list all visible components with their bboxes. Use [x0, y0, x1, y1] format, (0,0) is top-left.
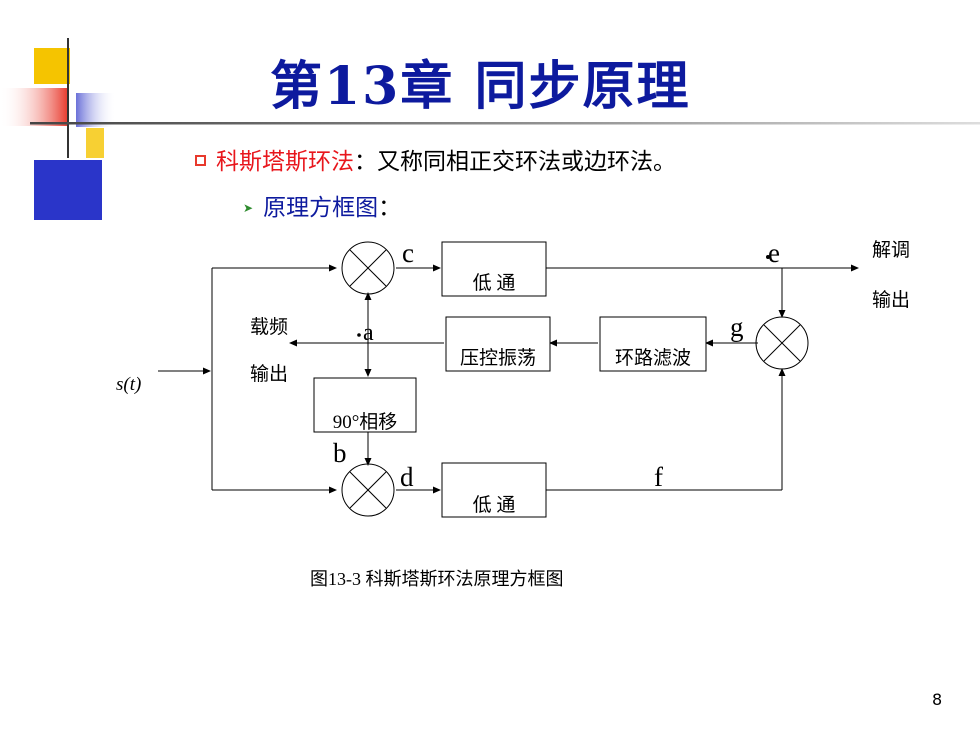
deco-red-bar	[0, 88, 68, 126]
demod-out-label-2: 输出	[872, 289, 910, 311]
lowpass-bottom-label: 低 通	[473, 494, 516, 516]
figure-caption: 图13-3 科斯塔斯环法原理方框图	[310, 569, 564, 589]
sub-bullet-label: 原理方框图	[263, 195, 379, 221]
carrier-out-label-1: 载频	[250, 316, 288, 338]
point-f-label: f	[654, 462, 663, 492]
arrow-bullet-icon: ➤	[243, 201, 254, 215]
sub-bullet-diagram: ➤ 原理方框图：	[243, 188, 401, 222]
carrier-out-label-2: 输出	[250, 363, 288, 385]
lowpass-top-box	[441, 241, 547, 297]
sub-bullet-colon: ：	[378, 195, 402, 221]
loop-filter-box	[599, 316, 707, 372]
point-d-label: d	[400, 462, 414, 492]
deco-blue-square	[34, 160, 102, 220]
point-e-label: e	[768, 238, 780, 268]
multiplier-bottom	[341, 463, 395, 517]
deco-yellow-square	[34, 48, 70, 84]
input-label: s(t)	[116, 374, 141, 395]
bullet-text: ：又称同相正交环法或边环法。	[354, 149, 676, 175]
deco-yellow-small	[86, 128, 104, 158]
demod-out-label-1: 解调	[872, 239, 910, 261]
square-bullet-icon	[195, 155, 206, 166]
page-number: 8	[932, 690, 943, 709]
corner-decoration	[0, 38, 116, 220]
bullet-item-costas: 科斯塔斯环法：又称同相正交环法或边环法。	[195, 142, 676, 176]
phase-shift-box	[313, 377, 417, 433]
multiplier-top	[341, 241, 395, 295]
title-underline	[30, 122, 980, 125]
point-g-label: g	[730, 312, 744, 342]
point-c-label: c	[402, 238, 414, 268]
bullet-highlight: 科斯塔斯环法	[216, 149, 354, 175]
lowpass-bottom-box	[441, 462, 547, 518]
multiplier-right	[755, 316, 809, 370]
page-title: 第13章 同步原理	[270, 56, 691, 117]
vco-box	[445, 316, 551, 372]
point-b-label: b	[333, 438, 347, 468]
lowpass-top-label: 低 通	[473, 272, 516, 294]
deco-blue-bar	[76, 93, 116, 127]
phase-shift-label: 90°相移	[333, 411, 398, 433]
point-a-label: a	[363, 320, 374, 346]
vco-label: 压控振荡	[460, 347, 536, 369]
loop-filter-label: 环路滤波	[615, 347, 691, 369]
